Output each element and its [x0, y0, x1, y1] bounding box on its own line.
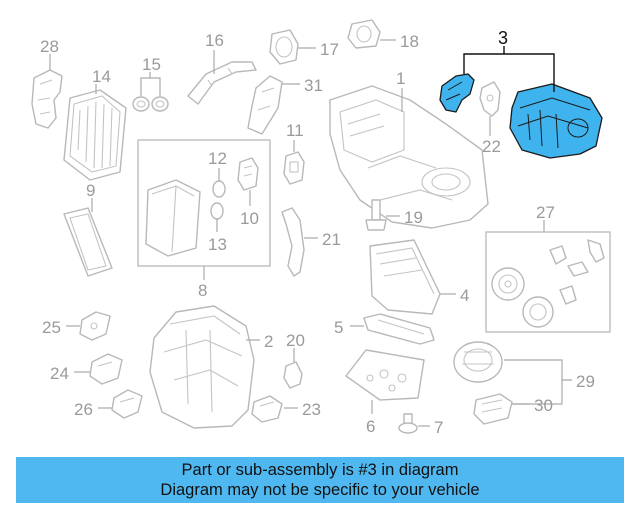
part-18[interactable] [347, 19, 381, 49]
info-banner: Part or sub-assembly is #3 in diagram Di… [16, 457, 624, 503]
callout-22: 22 [482, 137, 501, 156]
part-10-valve[interactable] [237, 157, 259, 191]
part-2[interactable] [149, 305, 255, 429]
banner-line-2: Diagram may not be specific to your vehi… [160, 481, 480, 499]
part-28[interactable] [31, 69, 63, 129]
callout-15: 15 [142, 55, 161, 74]
callout-3: 3 [498, 28, 508, 48]
callout-24: 24 [50, 364, 69, 383]
group-box-27 [485, 231, 611, 333]
part-12-oring[interactable] [212, 180, 226, 198]
callout-21: 21 [322, 230, 341, 249]
callout-6: 6 [366, 417, 375, 436]
part-7[interactable] [398, 413, 418, 434]
part-20[interactable] [283, 361, 303, 389]
callout-23: 23 [302, 400, 321, 419]
callout-26: 26 [74, 400, 93, 419]
part-11[interactable] [283, 151, 305, 185]
callout-10: 10 [240, 209, 259, 228]
part-1[interactable] [329, 85, 489, 229]
parts-diagram: 28 14 15 16 17 18 31 [31, 19, 611, 437]
part-5[interactable] [363, 313, 435, 345]
part-16[interactable] [187, 61, 257, 105]
part-3-right-highlighted[interactable] [509, 83, 603, 159]
callout-25: 25 [42, 318, 61, 337]
part-17[interactable] [269, 29, 299, 65]
callout-1: 1 [396, 69, 405, 88]
callout-31: 31 [304, 76, 323, 95]
banner-line-1: Part or sub-assembly is #3 in diagram [181, 461, 459, 479]
callout-17: 17 [320, 40, 339, 59]
part-4[interactable] [369, 239, 441, 315]
part-25[interactable] [79, 311, 111, 341]
part-19[interactable] [365, 199, 387, 231]
part-9[interactable] [63, 207, 113, 277]
part-6[interactable] [345, 349, 425, 401]
part-23[interactable] [251, 395, 283, 423]
part-29-motor[interactable] [453, 341, 503, 383]
part-13-oring[interactable] [210, 202, 224, 220]
callout-29: 29 [576, 372, 595, 391]
part-3-left-highlighted[interactable] [439, 73, 475, 113]
part-30[interactable] [473, 393, 513, 425]
callout-4: 4 [460, 286, 469, 305]
callout-16: 16 [205, 31, 224, 50]
callout-9: 9 [86, 181, 95, 200]
part-14[interactable] [63, 89, 127, 181]
part-15[interactable] [132, 96, 169, 112]
callout-28: 28 [40, 37, 59, 56]
part-26[interactable] [111, 389, 143, 419]
part-24[interactable] [89, 353, 123, 385]
callout-18: 18 [400, 32, 419, 51]
callout-8: 8 [198, 281, 207, 300]
callout-11: 11 [286, 121, 304, 140]
part-27-components[interactable] [491, 239, 605, 328]
callout-19: 19 [404, 208, 423, 227]
callout-13: 13 [208, 235, 227, 254]
callout-7: 7 [434, 418, 443, 437]
callout-30: 30 [534, 396, 553, 415]
callout-27: 27 [536, 203, 555, 222]
callout-20: 20 [286, 331, 305, 350]
callout-2: 2 [264, 332, 273, 351]
part-22[interactable] [479, 81, 501, 117]
part-8-filter[interactable] [145, 179, 201, 257]
part-31[interactable] [247, 75, 283, 135]
part-21[interactable] [281, 207, 305, 277]
callout-14: 14 [92, 67, 111, 86]
callout-5: 5 [334, 318, 343, 337]
callout-12: 12 [208, 149, 227, 168]
